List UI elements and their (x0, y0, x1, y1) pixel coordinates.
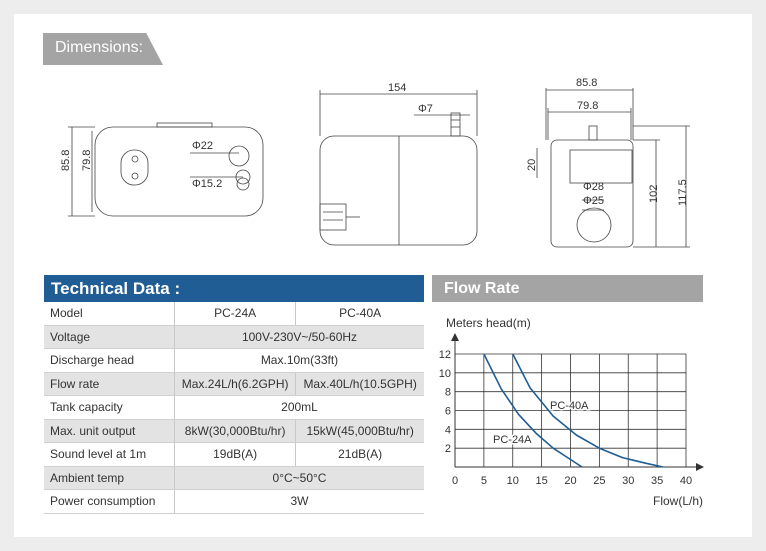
x-tick-label: 35 (651, 475, 663, 487)
x-tick-label: 5 (481, 475, 487, 487)
series-line (512, 353, 664, 468)
end-width-inner: 79.8 (577, 100, 598, 112)
front-view-outlet (228, 145, 250, 167)
end-width-outer: 85.8 (576, 77, 597, 89)
series-label: PC-40A (550, 400, 589, 412)
dimensions-title: Dimensions: (43, 33, 163, 65)
flow-rate-title: Flow Rate (432, 275, 703, 302)
y-tick-label: 4 (445, 424, 451, 436)
x-tick-label: 20 (564, 475, 576, 487)
side-view-body (319, 135, 478, 246)
y-tick-label: 8 (445, 387, 451, 399)
y-tick-label: 10 (439, 368, 451, 380)
x-tick-label: 15 (536, 475, 548, 487)
front-height-outer: 85.8 (60, 150, 72, 171)
y-tick-label: 2 (445, 443, 451, 455)
end-height-mid: 102 (648, 185, 660, 203)
chart-y-axis-title: Meters head(m) (446, 316, 531, 330)
end-diameter-upper: Φ28 (583, 181, 604, 193)
end-diameter-lower: Φ25 (583, 195, 604, 207)
y-tick-label: 12 (439, 349, 451, 361)
x-tick-label: 30 (622, 475, 634, 487)
front-height-inner: 79.8 (81, 150, 93, 171)
end-height-small: 20 (526, 159, 538, 171)
x-axis-arrow (696, 463, 704, 471)
x-tick-label: 10 (507, 475, 519, 487)
x-tick-label: 40 (680, 475, 692, 487)
y-axis-arrow (451, 333, 459, 341)
side-pipe-diameter: Φ7 (418, 103, 433, 115)
x-tick-label: 0 (452, 475, 458, 487)
series-label: PC-24A (493, 434, 532, 446)
front-diameter-upper: Φ22 (192, 140, 213, 152)
series-line (483, 353, 583, 468)
y-tick-label: 6 (445, 406, 451, 418)
technical-data-title: Technical Data : (44, 275, 424, 302)
x-tick-label: 25 (593, 475, 605, 487)
chart-x-axis-title: Flow(L/h) (653, 494, 704, 508)
end-view-outlet (576, 207, 612, 243)
front-diameter-lower: Φ15.2 (192, 178, 222, 190)
end-height-total: 117.5 (677, 179, 689, 206)
side-width: 154 (388, 82, 406, 94)
